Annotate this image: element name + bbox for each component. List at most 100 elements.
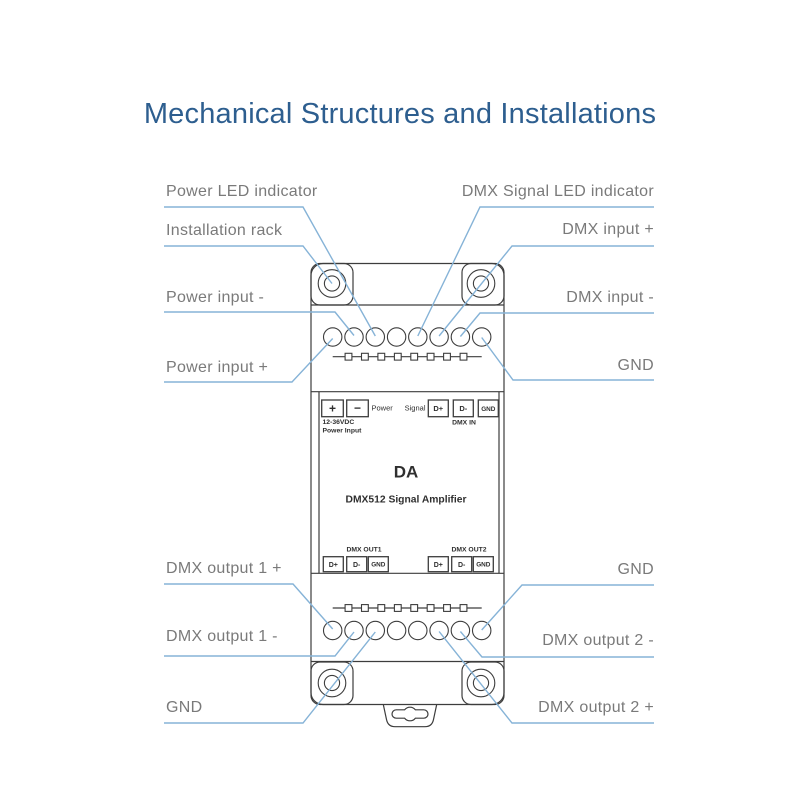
out2-dplus-label: D+ (434, 562, 443, 569)
out1-dplus-label: D+ (329, 562, 338, 569)
wire-slot (443, 604, 451, 612)
device-case (310, 262, 505, 706)
terminal-box-out1-gnd (367, 556, 389, 573)
terminal-box-out2-gnd (472, 556, 494, 573)
wire-slot (443, 352, 451, 361)
terminal-screws-bottom (322, 604, 492, 641)
din-clip-slot (391, 706, 429, 722)
wire-slot (393, 352, 402, 361)
wire-slot (360, 352, 369, 361)
callout-dmx-input-minus: DMX input - (566, 289, 654, 306)
terminal-box-power-plus (321, 399, 344, 418)
out2-gnd-label: GND (476, 562, 491, 569)
din-rail-clip (382, 704, 438, 728)
terminal-screw (365, 327, 386, 347)
callout-installation-rack: Installation rack (166, 222, 283, 239)
terminal-screw (429, 620, 449, 641)
power-minus-label: − (354, 401, 361, 415)
terminal-screw (471, 620, 492, 641)
wire-slot (459, 352, 468, 361)
leader-power-led (164, 206, 376, 337)
leader-dmx-input-plus (438, 245, 654, 337)
wire-slot (410, 352, 419, 361)
callout-power-input-minus: Power input - (166, 289, 265, 306)
dmxin-dplus-label: D+ (433, 404, 443, 413)
leader-dmx-output1-minus (164, 631, 355, 657)
wire-slot (459, 604, 468, 612)
page-title: Mechanical Structures and Installations (143, 98, 657, 130)
wire-slot (344, 604, 353, 612)
terminal-box-out1-dminus (346, 556, 368, 573)
dmxin-gnd-label: GND (481, 406, 496, 413)
leader-gnd-bottom-right (481, 584, 654, 631)
callout-dmx-output2-plus: DMX output 2 + (538, 699, 654, 716)
dmxin-caption: DMX IN (452, 420, 476, 427)
wire-slot (377, 604, 386, 612)
wire-slot (426, 352, 435, 361)
product-name-label: DMX512 Signal Amplifier (346, 495, 467, 506)
dmxin-dminus-label: D- (459, 404, 467, 413)
terminal-screw (450, 620, 471, 641)
out1-gnd-label: GND (371, 562, 386, 569)
terminal-screw (408, 327, 428, 347)
terminal-box-out2-dplus (427, 556, 449, 573)
wire-slot (360, 604, 369, 612)
terminal-box-dmxin-gnd (477, 399, 499, 418)
front-panel: + − Power 12-36VDC Power Input Signal D+… (321, 399, 499, 573)
callout-gnd-top-right: GND (617, 357, 654, 374)
terminal-screw (386, 620, 407, 641)
terminal-screws-top (322, 327, 492, 361)
terminal-screw (322, 620, 343, 641)
wire-slot (344, 352, 353, 361)
terminal-screw (344, 620, 364, 641)
wire-slot (410, 604, 419, 612)
leader-dmx-output2-plus (438, 631, 654, 724)
callout-gnd-bottom-right: GND (617, 561, 654, 578)
leader-gnd-bottom-left (164, 631, 376, 724)
dmxout2-caption: DMX OUT2 (451, 547, 486, 554)
callout-dmx-output1-plus: DMX output 1 + (166, 560, 282, 577)
power-label: Power (372, 404, 394, 413)
leader-gnd-top-right (481, 337, 654, 381)
voltage-label: 12-36VDC (323, 419, 355, 426)
out1-dminus-label: D- (353, 562, 361, 569)
leader-dmx-output2-minus (459, 631, 654, 658)
callout-dmx-output1-minus: DMX output 1 - (166, 628, 278, 645)
leader-dmx-output1-plus (164, 583, 334, 630)
callout-dmx-input-plus: DMX input + (562, 221, 654, 238)
terminal-screw (450, 327, 471, 347)
leader-power-input-plus (164, 338, 334, 383)
terminal-screw (365, 620, 386, 641)
device-body (310, 262, 505, 706)
terminal-screw (408, 620, 428, 641)
leader-dmx-signal-led (417, 206, 654, 337)
dmxout1-caption: DMX OUT1 (346, 547, 381, 554)
terminal-screw (386, 327, 407, 347)
power-plus-label: + (329, 402, 336, 416)
callout-dmx-output2-minus: DMX output 2 - (542, 632, 654, 649)
wire-slot (393, 604, 402, 612)
terminal-box-power-minus (346, 399, 369, 418)
callout-gnd-bottom-left: GND (166, 699, 203, 716)
power-input-caption: Power Input (323, 428, 363, 435)
terminal-box-dmxin-dplus (427, 399, 449, 418)
mounting-hole-inner (323, 674, 341, 692)
out2-dminus-label: D- (458, 562, 466, 569)
terminal-screw (471, 327, 492, 347)
leader-dmx-input-minus (459, 312, 654, 337)
terminal-box-out1-dplus (322, 556, 344, 573)
leader-installation-rack (164, 245, 333, 284)
wire-slot (426, 604, 435, 612)
din-clip-tab (382, 704, 438, 728)
terminal-screw (429, 327, 449, 347)
terminal-box-out2-dminus (451, 556, 473, 573)
terminal-screw (322, 327, 343, 347)
leader-lines (164, 206, 654, 724)
callout-power-input-plus: Power input + (166, 359, 269, 376)
terminal-box-dmxin-dminus (452, 399, 474, 418)
terminal-screw (344, 327, 364, 347)
leader-power-input-minus (164, 311, 355, 336)
model-label: DA (394, 463, 419, 482)
wire-slot (377, 352, 386, 361)
